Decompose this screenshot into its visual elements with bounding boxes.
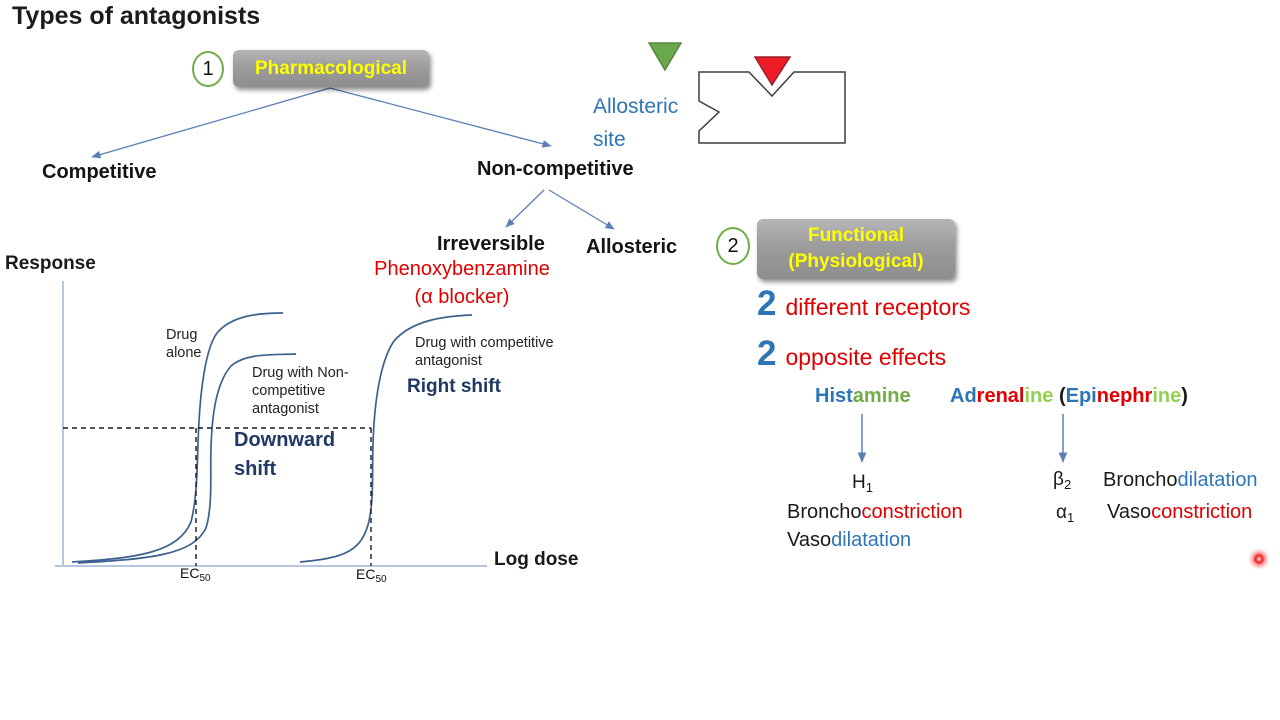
downward-shift-line1: Downward [234,429,336,451]
number-circle-1: 1 [192,51,224,87]
h1-sub: 1 [865,480,873,495]
point2-text: opposite effects [785,344,947,370]
number-1-label: 1 [202,57,214,80]
functional-label-line1: Functional [807,225,905,246]
label-comp-line2: antagonist [415,353,482,369]
connector-noncompetitive-allosteric [548,189,615,230]
bronchoconstriction-label: Bronchoconstriction [787,501,963,523]
functional-point-receptors: 2 different receptors [757,286,970,321]
connector-pharmacological-noncompetitive [329,87,552,148]
point1-number: 2 [757,284,777,323]
downward-shift-line2: shift [234,458,277,480]
label-drug-with-competitive: Drug with competitive antagonist [415,334,554,370]
ec50-left-base: EC [180,565,200,581]
adrenaline-epinephrine-label: Adrenaline (Epinephrine) [950,385,1188,408]
page-title: Types of antagonists [12,2,261,30]
ec50-label-right: EC50 [356,566,387,585]
ec50-right-base: EC [356,566,376,582]
bronchodilatation-label: Bronchodilatation [1103,469,1258,491]
ec50-left-sub: 50 [199,573,211,584]
point1-text: different receptors [785,294,971,320]
vasodilatation-label: Vasodilatation [787,529,912,551]
label-noncomp-line3: antagonist [252,401,319,417]
h1-base: H [852,472,866,493]
h1-receptor-label: H1 [852,472,873,495]
node-allosteric: Allosteric [586,236,678,258]
receptor-shape [698,71,846,144]
alpha1-base: α [1056,502,1067,523]
number-circle-2: 2 [716,227,750,265]
label-drug-alone-line1: Drug [166,327,198,343]
beta2-sub: 2 [1063,477,1072,492]
antagonist-red-triangle-icon [753,56,792,87]
phenoxybenzamine-label: Phenoxybenzamine [374,258,550,280]
connector-noncompetitive-irreversible [505,189,545,228]
allosteric-site-line1: Allosteric [593,95,679,118]
agonist-green-triangle-icon [647,42,683,72]
functional-box: Functional (Physiological) [757,219,955,279]
y-axis-label: Response [5,253,96,274]
node-irreversible: Irreversible [437,233,545,255]
number-2-label: 2 [727,234,739,257]
allosteric-site-label: Allosteric site [593,90,678,156]
ec50-label-left: EC50 [180,565,211,584]
beta2-receptor-label: β2 [1053,469,1071,492]
x-axis-label: Log dose [494,549,579,570]
pharmacological-label: Pharmacological [254,57,408,79]
vasoconstriction-label: Vasoconstriction [1107,501,1253,523]
adrenaline-label: Adrenaline [950,385,1054,407]
beta2-base: β [1053,469,1064,490]
pharmacological-box: Pharmacological [233,50,429,87]
alpha1-sub: 1 [1066,510,1075,525]
alpha1-receptor-label: α1 [1056,502,1074,525]
label-drug-alone: Drug alone [166,326,201,362]
allosteric-site-line2: site [593,128,626,151]
functional-point-effects: 2 opposite effects [757,336,946,371]
node-competitive: Competitive [42,161,157,183]
label-noncomp-line1: Drug with Non- [252,365,349,381]
connector-pharmacological-competitive [91,87,331,159]
functional-label-line2: (Physiological) [788,251,924,272]
right-shift-label: Right shift [407,376,501,397]
irreversible-example: Phenoxybenzamine (α blocker) [352,255,572,311]
label-drug-with-noncompetitive: Drug with Non- competitive antagonist [252,364,349,418]
laser-pointer-dot [1248,548,1270,570]
label-drug-alone-line2: alone [166,345,202,361]
point2-number: 2 [757,334,777,373]
node-non-competitive: Non-competitive [477,158,634,180]
label-comp-line1: Drug with competitive [415,335,554,351]
histamine-label: Histamine [815,385,911,407]
downward-shift-label: Downward shift [234,426,335,484]
epinephrine-label: (Epinephrine) [1058,385,1188,407]
alpha-blocker-label: (α blocker) [414,286,510,308]
label-noncomp-line2: competitive [252,383,326,399]
ec50-right-sub: 50 [375,574,387,585]
